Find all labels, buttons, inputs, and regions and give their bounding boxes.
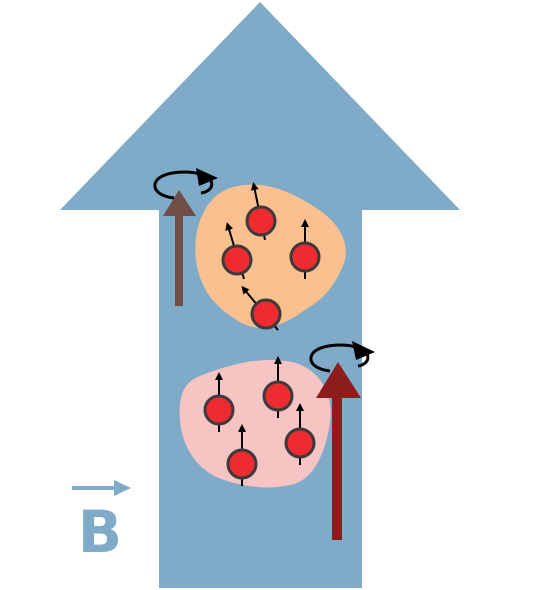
field-label: B (72, 480, 131, 566)
spin-particle-upper-2 (221, 222, 253, 280)
spin-particle-lower-3 (284, 403, 316, 465)
spin-particle-lower-1 (203, 372, 235, 432)
upper-precession-icon (153, 168, 218, 200)
spin-particle-lower-4 (226, 424, 258, 486)
field-label-text: B (78, 498, 122, 566)
spin-particle-upper-3 (289, 219, 321, 279)
lower-precession-icon (309, 341, 375, 373)
upper-magnetic-moment-arrow (163, 190, 196, 306)
spin-particle-upper-1 (245, 182, 277, 241)
spin-particle-lower-2 (262, 356, 294, 418)
spin-particle-upper-4 (241, 285, 282, 331)
lower-magnetic-moment-arrow (316, 362, 361, 540)
